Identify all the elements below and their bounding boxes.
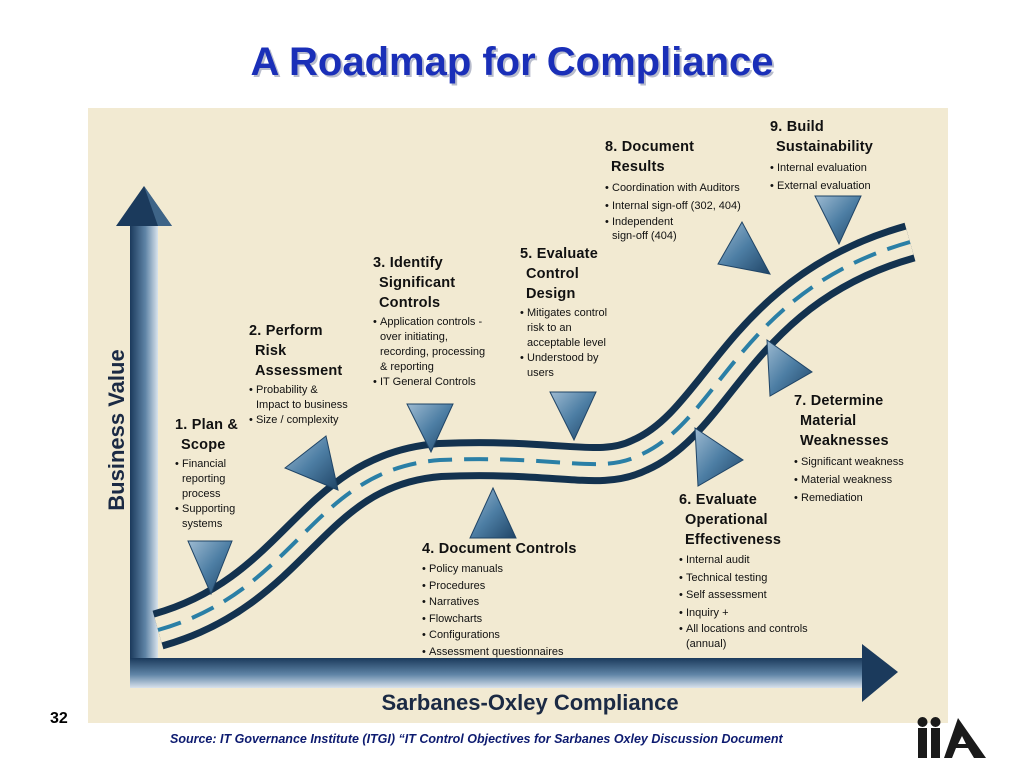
- step-7-bullet: Significant weakness: [794, 453, 934, 471]
- marker-step-1: [187, 540, 233, 596]
- step-4-bullet: Procedures: [422, 578, 612, 595]
- step-3-title-l2: Significant: [379, 275, 456, 291]
- page-title: A Roadmap for Compliance: [250, 40, 774, 84]
- step-2-bullet: Probability & Impact to business: [249, 383, 379, 413]
- step-2-title-l1: 2. Perform: [249, 323, 323, 339]
- step-7-title-l1: 7. Determine: [794, 393, 884, 409]
- step-9-bullet: Internal evaluation: [770, 159, 910, 177]
- marker-step-8: [717, 220, 771, 275]
- step-2-bullet: Size / complexity: [249, 413, 379, 428]
- step-9-bullet: External evaluation: [770, 177, 910, 195]
- step-3-title-l1: 3. Identify: [373, 255, 443, 271]
- iia-logo: [917, 717, 986, 758]
- step-1-label: 1. Plan & Scope Financial reporting proce…: [175, 415, 265, 532]
- step-1-bullet: Financial reporting process: [175, 457, 265, 502]
- step-6-bullet: Technical testing: [679, 570, 849, 588]
- step-1-bullet: Supporting systems: [175, 502, 265, 532]
- step-5-title-l1: 5. Evaluate: [520, 246, 598, 262]
- marker-step-4: [469, 486, 517, 539]
- step-4-bullet: Assessment questionnaires: [422, 644, 612, 661]
- step-5-bullet: Understood by users: [520, 351, 650, 381]
- x-axis-arrow: [130, 644, 898, 702]
- marker-step-3: [406, 403, 454, 454]
- marker-step-5: [549, 391, 597, 442]
- step-7-title-l3: Weaknesses: [800, 433, 889, 449]
- step-8-title-l2: Results: [611, 159, 665, 175]
- step-4-bullet: Policy manuals: [422, 561, 612, 578]
- step-7-bullet: Remediation: [794, 489, 934, 507]
- step-4-bullet: Flowcharts: [422, 611, 612, 628]
- step-6-title-l2: Operational: [685, 512, 768, 528]
- step-4-bullet: Configurations: [422, 627, 612, 644]
- marker-step-9: [814, 195, 862, 246]
- step-2-title-l2: Risk: [255, 343, 287, 359]
- step-9-title-l1: 9. Build: [770, 119, 824, 135]
- y-axis-label: Business Value: [104, 349, 129, 511]
- step-6-bullet: Internal audit: [679, 552, 849, 570]
- step-9-title-l2: Sustainability: [776, 139, 874, 155]
- step-5-title-l3: Design: [526, 286, 576, 302]
- step-2-title-l3: Assessment: [255, 363, 343, 379]
- step-8-bullet: Internal sign-off (302, 404): [605, 197, 770, 215]
- step-3-bullet: IT General Controls: [373, 375, 513, 390]
- compliance-road: [152, 222, 916, 650]
- step-1-title-l1: 1. Plan &: [175, 417, 239, 433]
- marker-step-2: [284, 435, 339, 491]
- step-4-bullet: Narratives: [422, 594, 612, 611]
- step-3-title-l3: Controls: [379, 295, 441, 311]
- step-6-bullet: All locations and controls (annual): [679, 622, 849, 652]
- step-6-title-l1: 6. Evaluate: [679, 492, 757, 508]
- step-4-title-l1: 4. Document Controls: [422, 541, 577, 557]
- step-6-title-l3: Effectiveness: [685, 532, 782, 548]
- x-axis-label: Sarbanes-Oxley Compliance: [381, 690, 679, 715]
- step-8-title-l1: 8. Document: [605, 139, 695, 155]
- source-citation: Source: IT Governance Institute (ITGI) “…: [170, 732, 783, 746]
- step-8-bullet: Coordination with Auditors: [605, 179, 770, 197]
- step-6-bullet: Inquiry +: [679, 605, 849, 623]
- step-1-title-l2: Scope: [181, 437, 226, 453]
- y-axis-arrow: [116, 186, 172, 688]
- step-5-title-l2: Control: [526, 266, 579, 282]
- step-6-bullet: Self assessment: [679, 587, 849, 605]
- marker-step-6: [694, 427, 744, 487]
- page-number: 32: [50, 710, 68, 727]
- step-7-title-l2: Material: [800, 413, 857, 429]
- step-5-bullet: Mitigates control risk to an acceptable …: [520, 306, 650, 351]
- step-7-bullet: Material weakness: [794, 471, 934, 489]
- marker-step-7: [766, 338, 813, 397]
- step-4-label: 4. Document Controls Policy manuals Proc…: [422, 539, 612, 660]
- step-8-bullet: Independent sign-off (404): [605, 215, 770, 243]
- step-3-bullet: Application controls - over initiating, …: [373, 315, 513, 375]
